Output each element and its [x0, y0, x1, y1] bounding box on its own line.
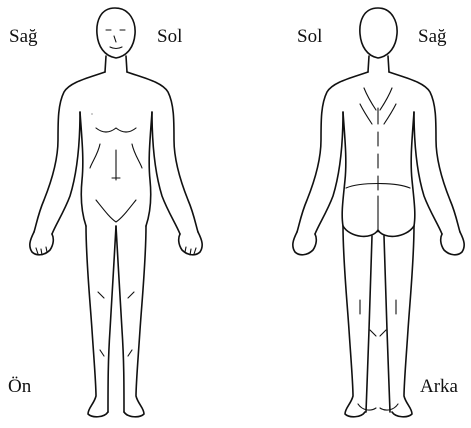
- front-left-side-label: Sol: [157, 27, 182, 46]
- front-view-label: Ön: [8, 377, 31, 396]
- back-view-label: Arka: [420, 377, 458, 396]
- front-right-side-label: Sağ: [9, 27, 38, 46]
- back-left-side-label: Sol: [297, 27, 322, 46]
- back-right-side-label: Sağ: [418, 27, 447, 46]
